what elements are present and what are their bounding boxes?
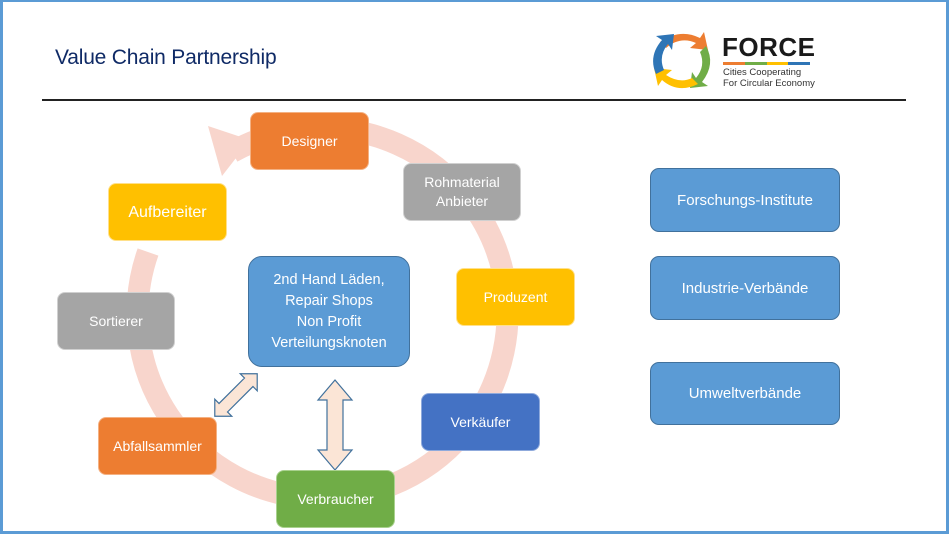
partner-industrie-verbaende: Industrie-Verbände <box>650 256 840 320</box>
partner-label: Industrie-Verbände <box>681 279 809 297</box>
node-label: Sortierer <box>89 312 143 329</box>
node-center-hub: 2nd Hand Läden, Repair Shops Non Profit … <box>248 256 410 367</box>
double-arrow-vertical <box>316 379 354 471</box>
node-designer: Designer <box>250 112 369 170</box>
node-verkaeufer: Verkäufer <box>421 393 540 451</box>
center-line-4: Verteilungsknoten <box>271 334 387 351</box>
node-label: Designer <box>281 132 338 149</box>
node-label-line2: Anbieter <box>435 193 489 209</box>
force-logo: FORCE Cities Cooperating For Circular Ec… <box>650 28 820 92</box>
cycle-arrowhead <box>208 126 250 176</box>
node-label: Produzent <box>483 288 548 305</box>
center-line-2: Repair Shops <box>285 292 373 309</box>
center-line-3: Non Profit <box>296 313 362 330</box>
node-verbraucher: Verbraucher <box>276 470 395 528</box>
node-produzent: Produzent <box>456 268 575 326</box>
title-divider <box>42 99 906 101</box>
node-label: Verkäufer <box>450 413 511 430</box>
node-label: Verbraucher <box>297 490 374 507</box>
double-arrow-diagonal <box>214 373 258 417</box>
partner-label: Forschungs-Institute <box>677 191 813 209</box>
node-label: Abfallsammler <box>113 437 202 454</box>
logo-color-bar <box>723 62 810 65</box>
partner-label: Umweltverbände <box>688 385 802 402</box>
node-rohmaterial-anbieter: Rohmaterial Anbieter <box>403 163 521 221</box>
logo-tagline-1: Cities Cooperating <box>723 67 802 78</box>
logo-tagline-2: For Circular Economy <box>723 78 815 89</box>
node-label-line1: Rohmaterial <box>424 174 500 190</box>
logo-wordmark: FORCE <box>722 32 816 62</box>
slide-title: Value Chain Partnership <box>55 46 277 69</box>
node-abfallsammler: Abfallsammler <box>98 417 217 475</box>
recycle-arrows-icon <box>653 32 711 89</box>
partner-umweltverbaende: Umweltverbände <box>650 362 840 425</box>
node-label: Aufbereiter <box>128 203 207 221</box>
center-line-1: 2nd Hand Läden, <box>273 271 385 288</box>
node-sortierer: Sortierer <box>57 292 175 350</box>
node-aufbereiter: Aufbereiter <box>108 183 227 241</box>
partner-forschungs-institute: Forschungs-Institute <box>650 168 840 232</box>
